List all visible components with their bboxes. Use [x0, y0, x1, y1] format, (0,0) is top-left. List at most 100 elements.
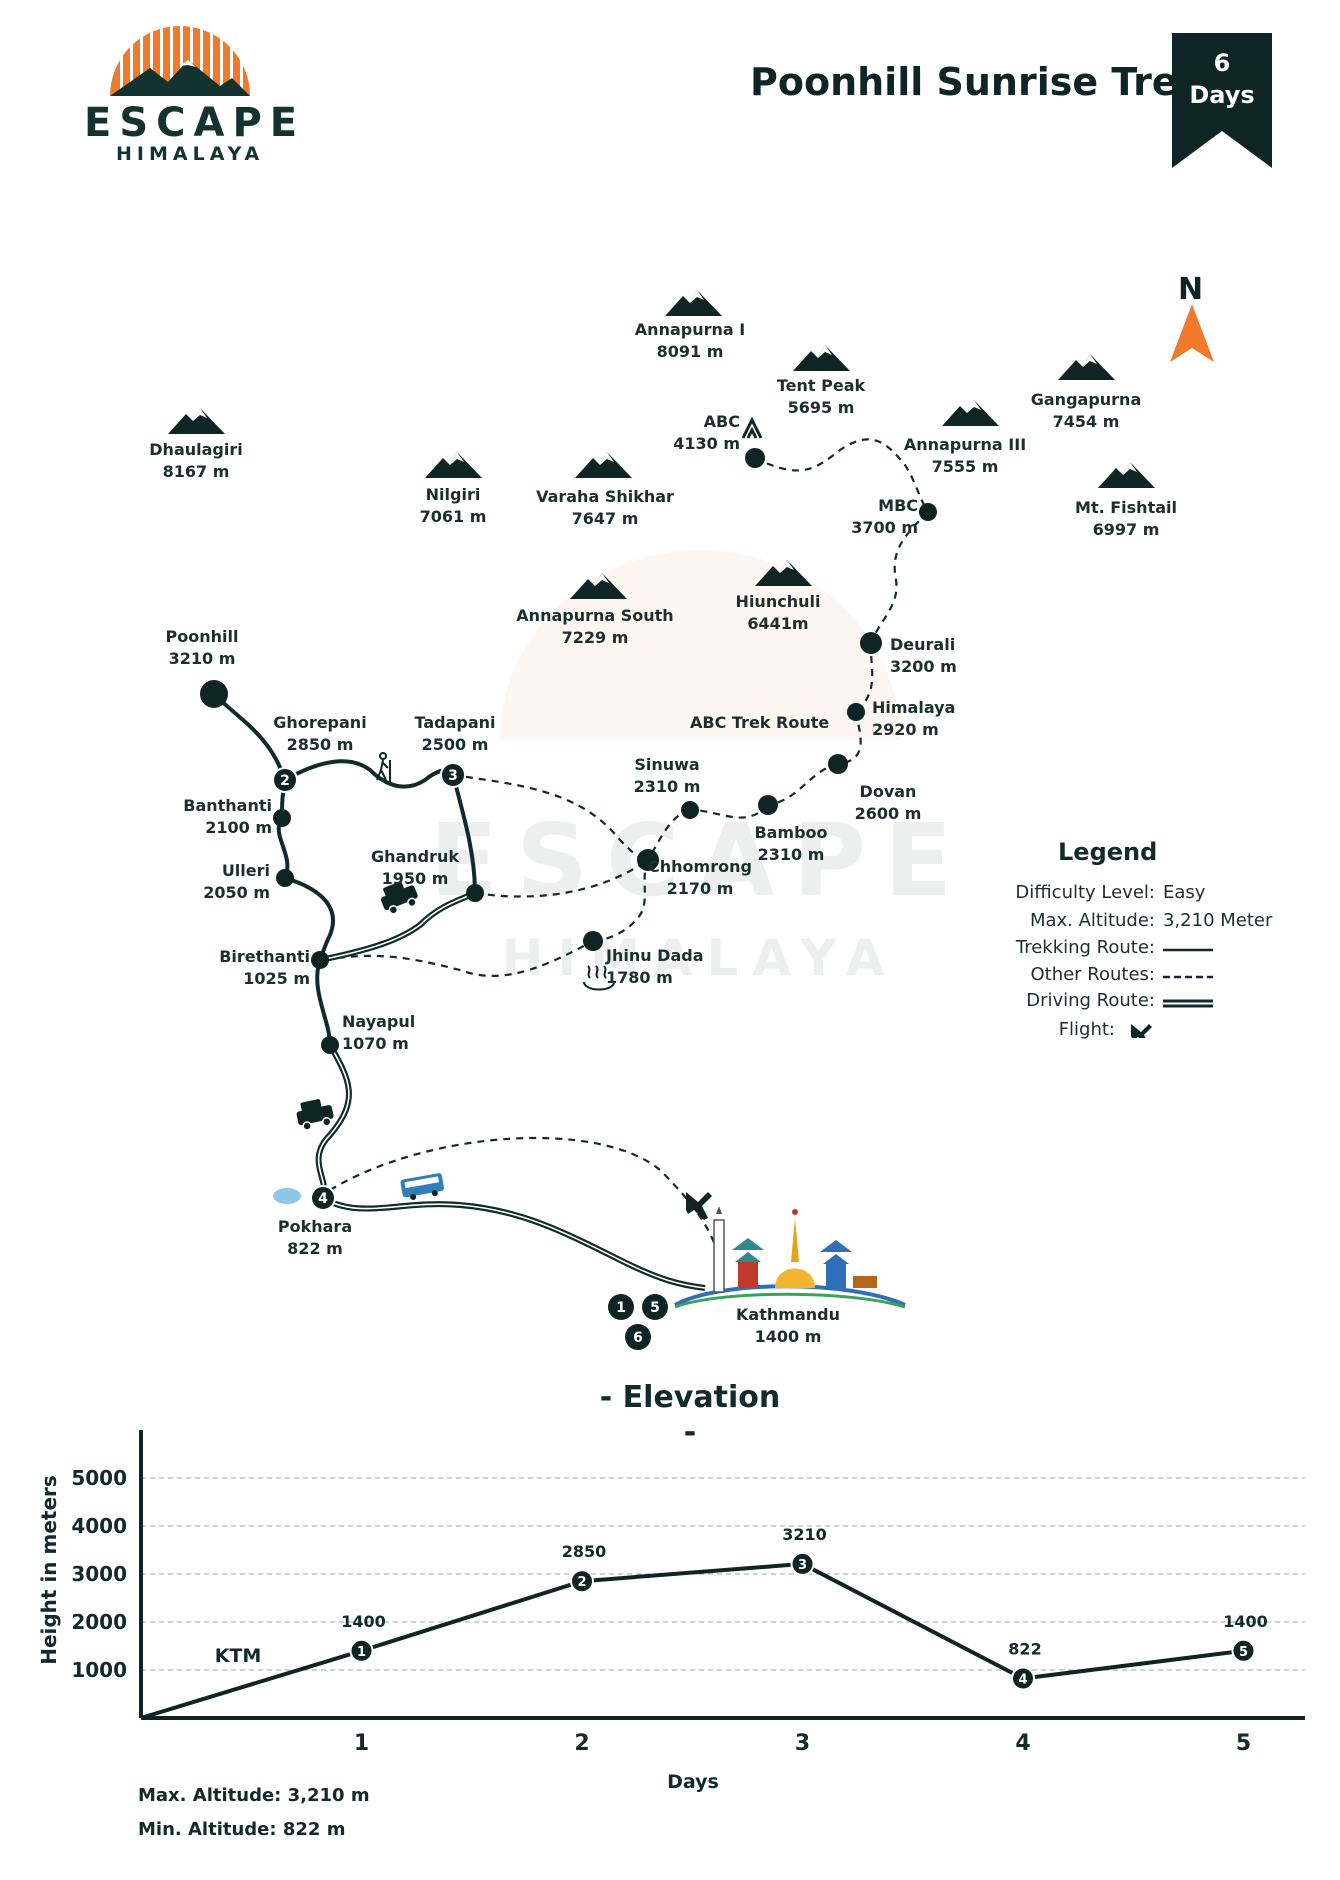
elevation-point-label: 2850 [562, 1542, 607, 1561]
node-birethanti [311, 951, 329, 969]
drive-pokhara-kathmandu [321, 1195, 706, 1291]
lake-icon [273, 1188, 301, 1204]
dashed-route-bamboo-sinuwa [689, 804, 769, 819]
legend-plane-icon [1131, 1024, 1152, 1038]
node-himalaya [847, 703, 865, 721]
trek-ghorepani-tadapani [284, 759, 455, 789]
y-tick-label: 5000 [71, 1466, 127, 1490]
route-label: ABC Trek Route [690, 713, 830, 732]
mountain-icon [1098, 462, 1155, 488]
node-banthanti [273, 809, 291, 827]
legend-difficulty: Difficulty Level: [1015, 882, 1155, 903]
elevation-point-day: 3 [798, 1558, 807, 1573]
node-chhomrong [637, 849, 659, 871]
elevation-point [790, 1551, 815, 1576]
elevation-point-day: 1 [357, 1645, 366, 1660]
elevation-point [570, 1569, 594, 1594]
y-axis-label: Height in meters [37, 1475, 61, 1665]
bus-icon [400, 1173, 445, 1200]
x-tick-label: 5 [1236, 1731, 1251, 1756]
flight-path [329, 1136, 717, 1246]
jeep-icon [380, 881, 418, 915]
brand-subtitle: HIMALAYA [116, 143, 265, 165]
elevation-point [349, 1638, 374, 1663]
mountain-icon [755, 560, 812, 586]
x-tick-label: 2 [574, 1731, 589, 1756]
elevation-point-label: 1400 [341, 1612, 386, 1631]
mountain-icon [942, 400, 999, 426]
mountain-icon [665, 290, 722, 316]
legend-other: Other Routes: [1030, 964, 1155, 985]
elevation-title: - Elevation - [599, 1380, 781, 1450]
legend-max-alt: Max. Altitude: [1029, 910, 1155, 931]
day-marker-5: 5 [650, 1300, 660, 1316]
svg-text:ESCAPE: ESCAPE [430, 802, 971, 919]
kathmandu-illustration [674, 1206, 906, 1309]
elevation-point-label: 822 [1008, 1640, 1041, 1659]
page-title: Poonhill Sunrise Trek [750, 60, 1203, 104]
dashed-route-birethanti-jhinu [324, 940, 594, 977]
legend: Legend Difficulty Level: Easy Max. Altit… [955, 838, 1272, 1048]
trek-banthanti-ulleri [276, 816, 290, 879]
node-jhinu [583, 931, 603, 951]
compass-arrow-icon [1170, 304, 1214, 362]
x-axis-label: Days [667, 1771, 719, 1793]
tent-icon [741, 416, 763, 439]
jeep-icon [296, 1099, 334, 1131]
elevation-point [1231, 1638, 1256, 1663]
dashed-route-abc-mbc [754, 438, 929, 513]
legend-max-alt-value: 3,210 Meter [1163, 910, 1273, 931]
mountain-icons [168, 290, 1155, 599]
north-arrow: N [1162, 272, 1222, 372]
dashed-route-chhomrong-jhinu [592, 859, 650, 943]
y-tick-label: 1000 [71, 1658, 127, 1682]
elevation-point [1011, 1666, 1035, 1691]
days-badge-unit: Days [1189, 81, 1255, 109]
y-tick-label: 2000 [71, 1610, 127, 1634]
x-tick-label: 4 [1015, 1731, 1030, 1756]
day-marker-4: 4 [318, 1191, 328, 1207]
node-abc [745, 448, 765, 468]
y-tick-label: 4000 [71, 1514, 127, 1538]
node-mbc [919, 503, 937, 521]
mountain-icon [575, 452, 632, 478]
hot-spring-icon [583, 965, 615, 991]
sunrise-mountain-icon [110, 26, 250, 96]
mountain-icon [570, 573, 627, 599]
mountain-icon [425, 452, 482, 478]
legend-title: Legend [1058, 838, 1158, 866]
node-ghandruk [466, 884, 484, 902]
dashed-route-ghandruk-chhomrong [474, 859, 649, 898]
plane-icon [686, 1192, 712, 1220]
brand-logo: ESCAPE HIMALAYA [80, 26, 297, 166]
mountain-icon [168, 408, 225, 434]
x-tick-label: 1 [354, 1731, 369, 1756]
brand-name: ESCAPE [84, 100, 306, 146]
max-altitude-stat: Max. Altitude: 3,210 m [138, 1785, 370, 1806]
node-bamboo [758, 795, 778, 815]
node-poonhill [200, 680, 228, 708]
y-tick-label: 3000 [71, 1562, 127, 1586]
trek-tadapani-ghandruk [451, 774, 477, 894]
